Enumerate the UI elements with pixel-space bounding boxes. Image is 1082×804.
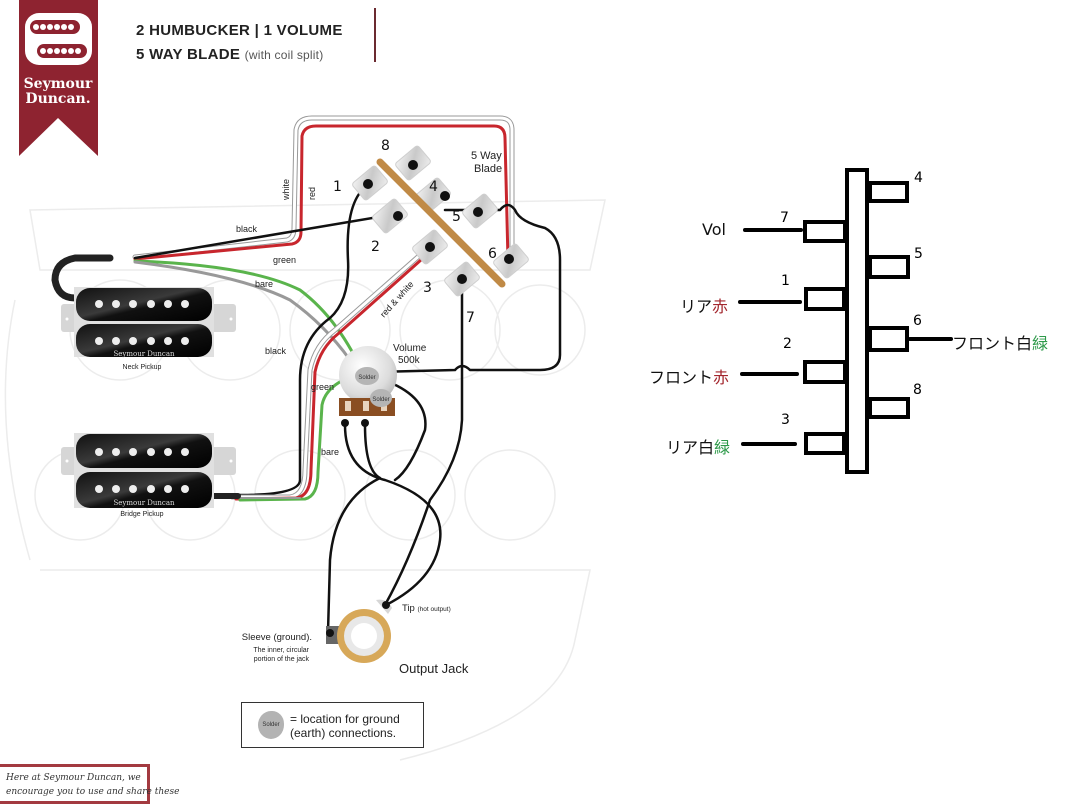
header-title-line2: 5 WAY BLADE (with coil split)	[136, 46, 324, 63]
solder-icon: Solder	[258, 711, 284, 739]
schematic-num-4: 4	[914, 170, 923, 186]
neck-pickup-label: Neck Pickup	[123, 364, 162, 371]
note-line2: encourage you to use and share these	[6, 787, 180, 797]
schematic-label-vol: Vol	[702, 220, 726, 239]
bridge-pickup-label: Bridge Pickup	[120, 511, 163, 518]
schematic-label-rear-red: リア赤	[680, 297, 729, 316]
jack-title: Output Jack	[399, 661, 469, 676]
schematic-label-front-white-green: フロント白緑	[952, 334, 1049, 353]
terminal-6: 6	[488, 246, 497, 262]
wire-label-red: red	[307, 187, 317, 200]
usage-note: Here at Seymour Duncan, we encourage you…	[0, 764, 179, 804]
switch-terminal-numbers: 1 2 3 4 5 6 7 8	[333, 138, 497, 326]
volume-label-line1: Volume	[393, 343, 427, 354]
schematic-tab-2	[803, 360, 847, 384]
jack-sleeve-label-1: Sleeve (ground).	[242, 632, 312, 643]
neck-pickup-brand: Seymour Duncan	[113, 350, 175, 358]
note-line1: Here at Seymour Duncan, we	[6, 773, 141, 783]
jack-sleeve-label-3: portion of the jack	[254, 656, 310, 663]
schematic-tab-5	[868, 255, 910, 279]
bridge-pickup: Seymour Duncan Bridge Pickup	[61, 433, 236, 518]
schematic-leads	[738, 228, 953, 446]
header-title-line1: 2 HUMBUCKER | 1 VOLUME	[136, 22, 343, 39]
legend-text-line1: = location for ground	[290, 712, 400, 726]
switch-blade	[376, 158, 506, 288]
schematic-num-3: 3	[781, 412, 790, 428]
legend-text-line2: (earth) connections.	[290, 726, 397, 740]
schematic-num-2: 2	[783, 336, 792, 352]
terminal-1: 1	[333, 179, 342, 195]
logo-line1: Seymour	[24, 76, 93, 92]
terminal-4: 4	[429, 179, 438, 195]
wire-label-bare-2: bare	[321, 447, 339, 457]
terminal-8: 8	[381, 138, 390, 154]
wire-label-bare: bare	[255, 279, 273, 289]
wires	[51, 115, 562, 634]
schematic-num-5: 5	[914, 246, 923, 262]
schematic-tab-3	[804, 432, 846, 455]
solder-point-1	[355, 367, 379, 385]
schematic-tab-8	[868, 397, 910, 419]
output-jack	[326, 599, 392, 663]
svg-text:Solder: Solder	[358, 375, 375, 381]
seymour-duncan-logo: Seymour Duncan.	[19, 0, 98, 156]
volume-pot: Solder Solder	[339, 346, 397, 427]
solder-legend: Solder = location for ground (earth) con…	[241, 702, 424, 748]
schematic-num-1: 1	[781, 273, 790, 289]
terminal-5: 5	[452, 209, 461, 225]
wire-label-black: black	[236, 224, 258, 234]
svg-text:Solder: Solder	[372, 397, 389, 403]
jack-sleeve-label-2: The inner, circular	[253, 647, 309, 654]
wire-label-green-2: green	[311, 382, 334, 392]
schematic-tab-7	[803, 220, 847, 243]
terminal-2: 2	[371, 239, 380, 255]
schematic-tab-6	[868, 326, 909, 352]
wire-label-green: green	[273, 255, 296, 265]
bridge-pickup-brand: Seymour Duncan	[113, 499, 175, 507]
logo-line2: Duncan.	[25, 91, 90, 107]
solder-point-2	[370, 389, 392, 407]
schematic-bar	[845, 168, 869, 474]
schematic-num-8: 8	[913, 382, 922, 398]
terminal-7: 7	[466, 310, 475, 326]
header-subtitle: (with coil split)	[244, 48, 324, 62]
schematic-label-rear-white-green: リア白緑	[666, 438, 731, 457]
terminal-3: 3	[423, 280, 432, 296]
wire-label-white: white	[281, 179, 291, 201]
switch-label-line1: 5 Way	[471, 150, 502, 162]
schematic-label-front-red: フロント赤	[649, 368, 730, 387]
schematic-num-7: 7	[780, 210, 789, 226]
wire-label-black-2: black	[265, 346, 287, 356]
jack-tip-label: Tip (hot output)	[402, 603, 451, 614]
schematic-tab-1	[804, 287, 846, 311]
switch-schematic	[803, 168, 910, 474]
neck-pickup: Seymour Duncan Neck Pickup	[61, 287, 236, 371]
five-way-switch	[352, 145, 529, 297]
volume-label-line2: 500k	[398, 355, 421, 366]
schematic-numbers: 7 1 2 3 4 5 6 8	[780, 170, 923, 428]
schematic-tab-4	[868, 181, 909, 203]
neck-cable	[51, 254, 114, 302]
schematic-num-6: 6	[913, 313, 922, 329]
switch-label-line2: Blade	[474, 163, 502, 175]
